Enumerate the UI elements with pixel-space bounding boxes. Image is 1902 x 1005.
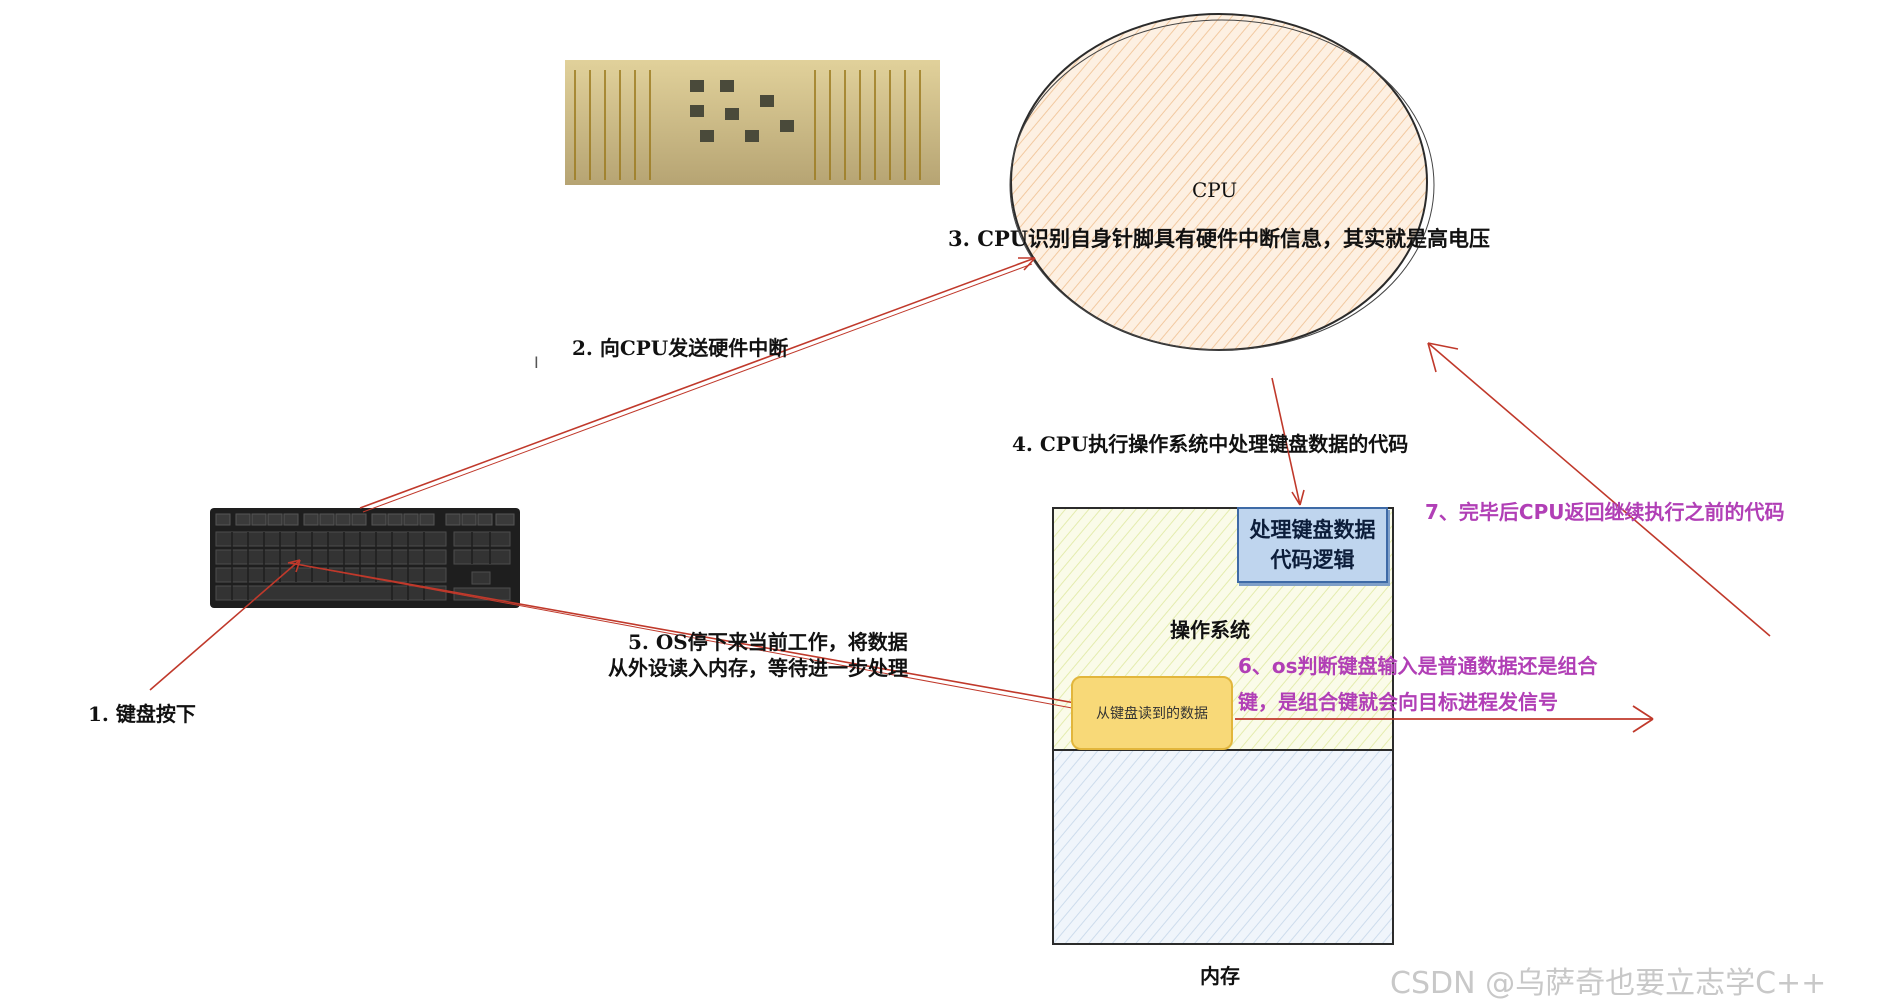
arrow-step5 — [289, 562, 1076, 704]
step5-label-line1: 5. OS停下来当前工作，将数据 — [628, 630, 908, 654]
keyboard-data-block: 从键盘读到的数据 — [1071, 676, 1233, 750]
memory-label: 内存 — [1200, 964, 1240, 988]
step6-label-line1: 6、os判断键盘输入是普通数据还是组合 — [1238, 654, 1598, 678]
arrow-step7 — [1427, 342, 1771, 637]
cpu-label: CPU — [1192, 178, 1238, 202]
step6-label-line2: 键，是组合键就会向目标进程发信号 — [1238, 690, 1558, 714]
step2-label: 2. 向CPU发送硬件中断 — [572, 336, 789, 360]
keyboard-image — [210, 508, 520, 608]
keyboard-handler-code-block: 处理键盘数据代码逻辑 — [1237, 507, 1388, 583]
flow-arrows — [149, 257, 1771, 733]
cpu-circle — [1009, 13, 1435, 351]
cpu-chip-image — [565, 60, 940, 185]
text-cursor-icon: I — [534, 353, 539, 372]
step1-label: 1. 键盘按下 — [88, 702, 196, 726]
step4-label: 4. CPU执行操作系统中处理键盘数据的代码 — [1012, 432, 1409, 456]
step3-label: 3. CPU识别自身针脚具有硬件中断信息，其实就是高电压 — [948, 226, 1491, 251]
keyboard-handler-code-label: 处理键盘数据代码逻辑 — [1249, 518, 1376, 572]
os-label: 操作系统 — [1170, 618, 1250, 642]
step5-label-line2: 从外设读入内存，等待进一步处理 — [608, 656, 908, 680]
step7-label: 7、完毕后CPU返回继续执行之前的代码 — [1425, 500, 1785, 524]
arrow-step1 — [149, 559, 301, 691]
arrow-step4 — [1271, 377, 1301, 506]
csdn-watermark: CSDN @乌萨奇也要立志学C++ — [1390, 966, 1827, 1001]
arrow-step2 — [359, 257, 1036, 509]
keyboard-data-label: 从键盘读到的数据 — [1096, 706, 1208, 722]
